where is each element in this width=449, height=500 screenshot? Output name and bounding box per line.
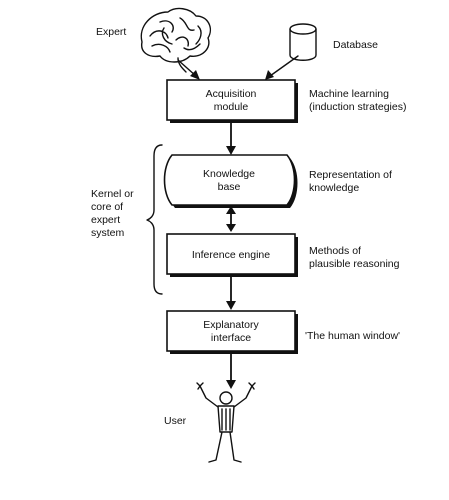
plausible-reasoning-annotation-line2: plausible reasoning [309, 258, 400, 270]
brain-icon [140, 7, 212, 73]
explanatory-interface-line1: Explanatory [203, 319, 259, 331]
interface-to-user-arrow [226, 353, 236, 389]
kernel-bracket [146, 144, 163, 295]
human-window-annotation: 'The human window' [305, 330, 400, 342]
input-arrows [177, 55, 299, 80]
inference-engine-label: Inference engine [192, 249, 270, 261]
expert-label: Expert [96, 26, 126, 38]
kernel-label-line3: expert [91, 214, 120, 226]
acquisition-module-box: Acquisition module [166, 79, 298, 123]
explanatory-interface-line2: interface [211, 332, 251, 344]
representation-annotation-line2: knowledge [309, 182, 359, 194]
kernel-label-line2: core of [91, 201, 123, 213]
machine-learning-annotation-line2: (induction strategies) [309, 101, 406, 113]
user-label: User [164, 415, 187, 427]
kernel-label-line1: Kernel or [91, 188, 134, 200]
inference-to-interface-arrow [226, 276, 236, 310]
knowledge-base-line2: base [218, 181, 241, 193]
acquisition-module-line2: module [214, 101, 249, 113]
machine-learning-annotation-line1: Machine learning [309, 88, 389, 100]
database-label: Database [333, 39, 378, 51]
knowledge-base-box: Knowledge base [163, 154, 298, 208]
knowledge-base-line1: Knowledge [203, 168, 255, 180]
knowledge-inference-double-arrow [226, 206, 236, 232]
plausible-reasoning-annotation-line1: Methods of [309, 245, 361, 257]
kernel-label-line4: system [91, 227, 125, 239]
stick-figure-user-icon [196, 382, 256, 463]
inference-engine-box: Inference engine [166, 233, 298, 277]
acquisition-to-knowledge-arrow [226, 121, 236, 155]
acquisition-module-line1: Acquisition [206, 88, 257, 100]
database-cylinder-icon [289, 23, 317, 61]
explanatory-interface-box: Explanatory interface [166, 310, 298, 354]
representation-annotation-line1: Representation of [309, 169, 392, 181]
